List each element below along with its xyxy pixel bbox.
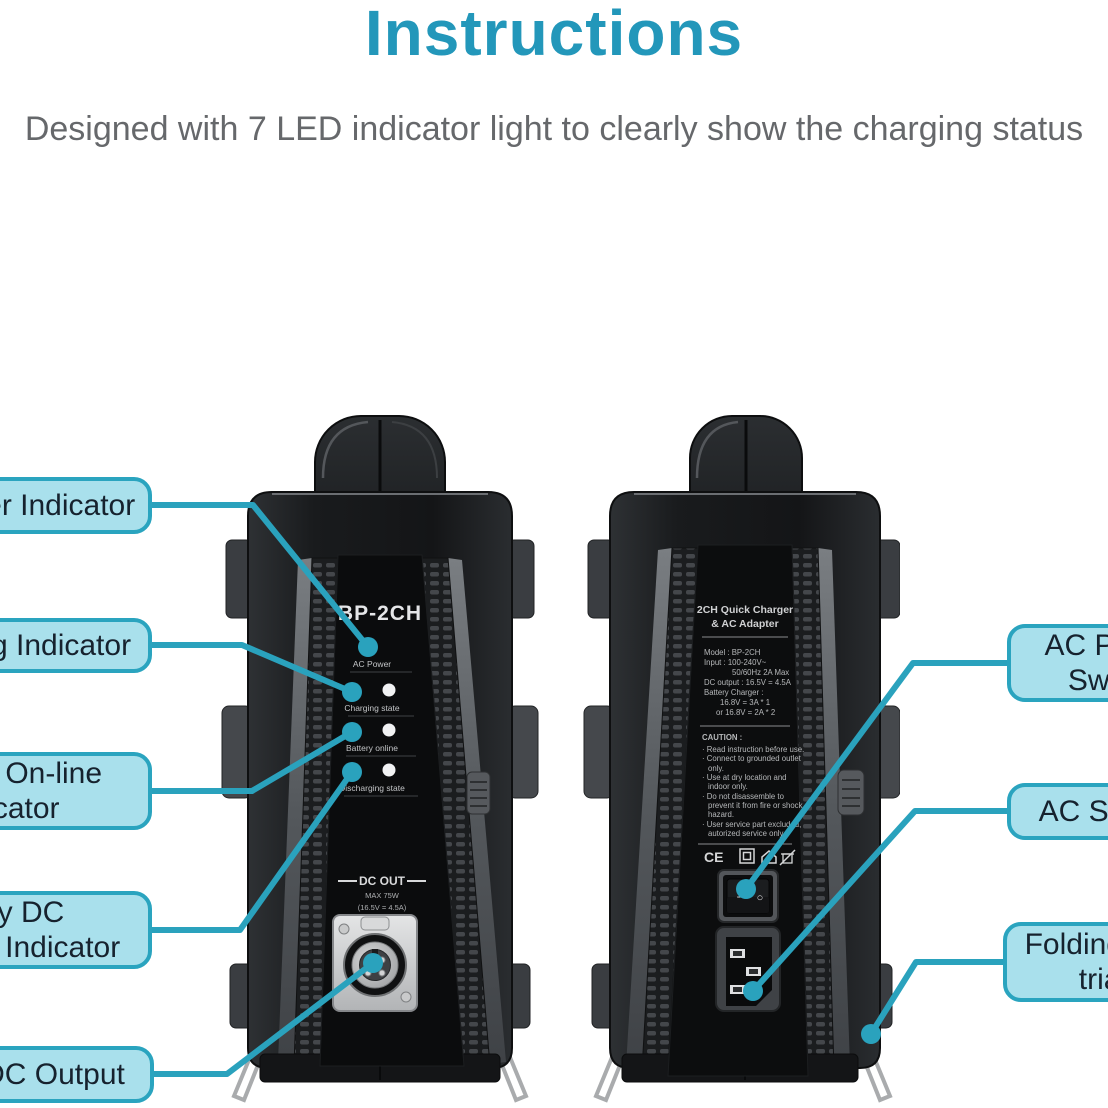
charger-front-view: BP-2CH AC Power Charging state Battery o… [221, 415, 539, 1103]
charging-led [345, 685, 359, 699]
discharging-state-label: Discharging state [339, 783, 405, 793]
svg-text:(16.5V = 4.5A): (16.5V = 4.5A) [358, 903, 407, 912]
callout-label: Battery On-line [0, 756, 103, 790]
svg-text:Battery Charger :: Battery Charger : [704, 688, 763, 697]
battery-release-latch [837, 769, 865, 816]
discharging-led [345, 765, 359, 779]
svg-text:autorized service only.: autorized service only. [708, 829, 785, 838]
battery-online-led [345, 725, 359, 739]
svg-text:only.: only. [708, 764, 724, 773]
svg-text:or 16.8V = 2A * 2: or 16.8V = 2A * 2 [716, 708, 775, 717]
model-label: BP-2CH [338, 602, 422, 625]
svg-text:DC OUT: DC OUT [359, 874, 406, 888]
svg-text:hazard.: hazard. [708, 810, 734, 819]
ac-power-switch: − ○ [717, 869, 779, 923]
callout-ac-power-switch: AC Power Switch [1007, 624, 1108, 702]
svg-text:DC output : 16.5V = 4.5A: DC output : 16.5V = 4.5A [704, 678, 792, 687]
callout-label: Folding support [1024, 927, 1108, 961]
battery-release-latch [466, 771, 491, 815]
svg-text:2CH Quick Charger: 2CH Quick Charger [697, 604, 793, 616]
ac-power-label: AC Power [353, 659, 391, 669]
ac-power-led [361, 640, 375, 654]
callout-label: triangle [1078, 963, 1108, 996]
callout-label: DC Output [0, 1057, 125, 1091]
callout-label: Charging Indicator [0, 628, 132, 662]
switch-on-mark: − [736, 890, 743, 904]
callout-label: Discharge Indicator [0, 931, 121, 964]
svg-text:& AC Adapter: & AC Adapter [711, 618, 778, 630]
rear-panel-title: 2CH Quick Charger & AC Adapter [697, 604, 793, 630]
xlr-dc-output-connector [332, 914, 418, 1012]
page-subtitle: Designed with 7 LED indicator light to c… [24, 110, 1084, 148]
charger-rear-view: 2CH Quick Charger & AC Adapter Model : B… [583, 415, 900, 1103]
svg-text:· Do not disassemble to: · Do not disassemble to [702, 792, 785, 801]
charging-led-2 [382, 683, 396, 697]
svg-text:16.8V = 3A * 1: 16.8V = 3A * 1 [720, 698, 770, 707]
svg-text:Model : BP-2CH: Model : BP-2CH [704, 648, 760, 657]
discharging-led-2 [382, 763, 396, 777]
callout-battery-dc-discharge-indicator: Battery DC Discharge Indicator [0, 891, 152, 969]
callout-label: Battery DC [0, 895, 65, 929]
callout-charging-indicator: Charging Indicator [0, 618, 152, 673]
svg-text:Input : 100-240V~: Input : 100-240V~ [704, 658, 767, 667]
svg-text:indoor only.: indoor only. [708, 782, 748, 791]
ac-inlet-socket [715, 926, 781, 1012]
svg-text:· Use at dry location and: · Use at dry location and [702, 773, 787, 782]
callout-label: Indicator [0, 792, 60, 825]
svg-text:50/60Hz 2A Max: 50/60Hz 2A Max [732, 668, 789, 677]
ce-mark: CE [704, 849, 723, 865]
callout-ac-socket: AC Socket [1007, 783, 1108, 840]
callout-label: AC Socket [1038, 794, 1108, 828]
battery-online-led-2 [382, 723, 396, 737]
svg-text:· Connect to grounded outlet: · Connect to grounded outlet [702, 754, 802, 763]
svg-text:· Read instruction before use.: · Read instruction before use. [702, 745, 804, 754]
callout-ac-power-indicator: AC Power Indicator [0, 477, 152, 534]
svg-text:· User service part excluded,: · User service part excluded, [702, 820, 801, 829]
callout-battery-online-indicator: Battery On-line Indicator [0, 752, 152, 830]
callout-folding-triangle: Folding support triangle [1003, 922, 1108, 1002]
callout-label: AC Power Indicator [0, 488, 136, 522]
switch-off-mark: ○ [757, 892, 764, 904]
callout-label: AC Power [1044, 628, 1108, 662]
svg-text:CAUTION :: CAUTION : [702, 733, 742, 742]
page-title: Instructions [364, 0, 744, 69]
svg-text:prevent it from fire or shock: prevent it from fire or shock [708, 801, 803, 810]
callout-label: Switch [1067, 664, 1108, 697]
svg-text:MAX 75W: MAX 75W [365, 891, 400, 900]
battery-online-label: Battery online [346, 743, 398, 753]
charging-state-label: Charging state [344, 703, 400, 713]
callout-dc-output: DC Output [0, 1046, 154, 1103]
